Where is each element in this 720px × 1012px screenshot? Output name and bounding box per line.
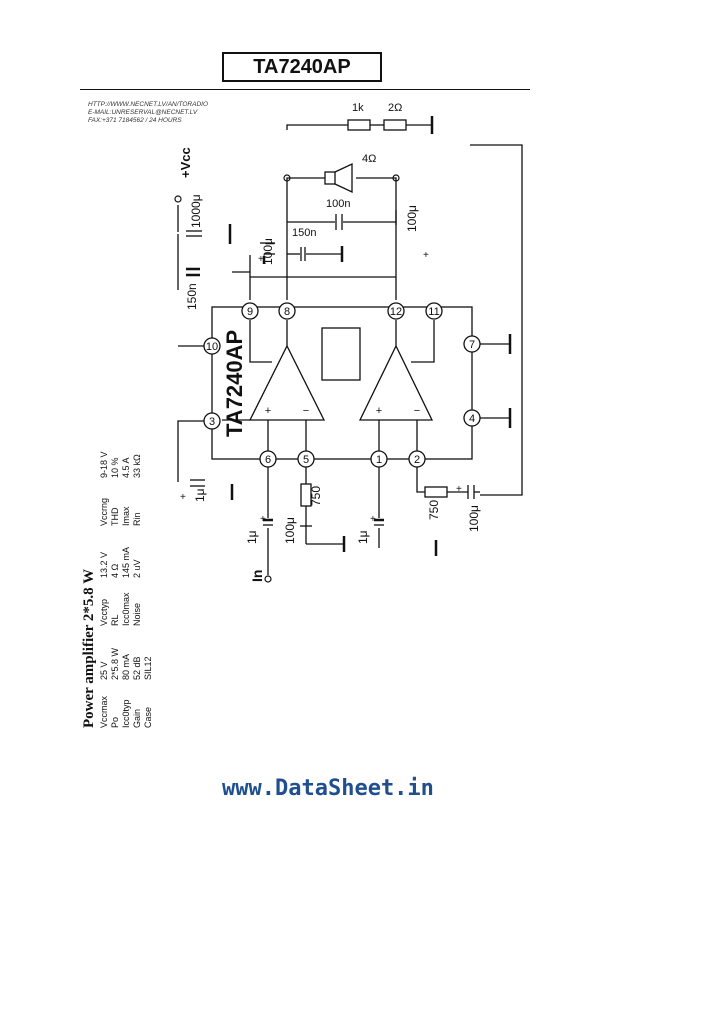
spec-block: Power amplifier 2*5.8 W Vccmax 25 V Vcctyp…: [81, 451, 153, 728]
spec-cell: Gain: [132, 709, 142, 728]
spec-cell: 4 Ω: [110, 563, 120, 578]
spec-cell: 52 dB: [132, 656, 142, 680]
svg-text:−: −: [303, 405, 309, 417]
svg-text:+: +: [423, 250, 429, 261]
spec-cell: Case: [143, 707, 153, 728]
pin-9: 9: [241, 302, 259, 320]
svg-text:+: +: [180, 492, 186, 503]
spec-cell: THD: [110, 507, 120, 526]
spec-title: Power amplifier 2*5.8 W: [81, 569, 97, 728]
spec-cell: 2 uV: [132, 559, 142, 578]
svg-text:11: 11: [428, 306, 439, 318]
pin-11: 11: [425, 302, 443, 320]
spec-cell: Imax: [121, 506, 131, 526]
svg-text:12: 12: [390, 306, 402, 318]
ic-pins: 10 3 9 8 12 11 7 4 6 5 1 2: [203, 302, 481, 468]
pin-2: 2: [408, 450, 426, 468]
spec-cell: 10 %: [110, 457, 120, 478]
spec-cell: RL: [110, 614, 120, 626]
input-label: In: [249, 570, 265, 582]
svg-text:+: +: [260, 514, 266, 525]
svg-text:7: 7: [469, 339, 475, 351]
resistor-750-pin2: [424, 486, 448, 498]
c-pin3-label: 1μ: [193, 488, 207, 502]
spec-cell: 80 mA: [121, 654, 131, 680]
c-film-a-label: 150n: [292, 227, 316, 239]
svg-text:+: +: [265, 405, 271, 417]
svg-text:1: 1: [376, 454, 382, 466]
r-top-1-label: 1k: [352, 102, 364, 114]
c-pin9-label: 100μ: [261, 238, 275, 265]
c-supply-label: 1000μ: [189, 194, 203, 228]
speaker-coil: [324, 171, 336, 185]
contact-line-3: FAX:+371 7184562 / 24 HOURS: [88, 117, 182, 124]
ic-body: [211, 306, 473, 460]
contact-line-1: HTTP://WWW.NECNET.LV/AN/TORADIO: [88, 101, 209, 108]
spec-cell: 2*5.8 W: [110, 647, 120, 680]
pin-10: 10: [203, 337, 221, 355]
spec-cell: 9-18 V: [99, 451, 109, 478]
svg-text:−: −: [414, 405, 420, 417]
r-top-2-label: 2Ω: [388, 102, 402, 114]
spec-cell: SIL12: [143, 656, 153, 680]
chip-label: TA7240AP: [222, 330, 247, 437]
spec-cell: Rin: [132, 512, 142, 526]
watermark: www.DataSheet.in: [222, 776, 434, 801]
svg-text:+: +: [370, 514, 376, 525]
resistor-1k: [347, 119, 371, 131]
svg-text:4: 4: [469, 413, 475, 425]
protection-block: [321, 327, 361, 381]
spec-cell: Icc0max: [121, 592, 131, 626]
vcc-label: +Vcc: [178, 147, 193, 178]
spec-cell: Po: [110, 717, 120, 728]
svg-text:10: 10: [206, 341, 218, 353]
speaker-cone: [334, 162, 353, 194]
svg-text:8: 8: [284, 306, 290, 318]
c-input2-label: 1μ: [356, 530, 370, 544]
speaker-label: 4Ω: [362, 153, 376, 165]
contact-line-2: E-MAIL:UNRESERVAL@NECNET.LV: [88, 109, 198, 116]
pin-8: 8: [278, 302, 296, 320]
svg-text:5: 5: [303, 454, 309, 466]
c-input-label: 1μ: [245, 530, 259, 544]
op-amp-right: [358, 344, 434, 421]
spec-cell: Icc0typ: [121, 699, 131, 728]
pin-1: 1: [370, 450, 388, 468]
spec-cell: Vcctyp: [99, 599, 109, 626]
svg-text:+: +: [258, 254, 264, 265]
spec-cell: Noise: [132, 603, 142, 626]
spec-cell: Vccmax: [99, 695, 109, 728]
c-film-b-label: 100n: [326, 198, 350, 210]
svg-text:9: 9: [247, 306, 253, 318]
c-pin6-label: 100μ: [283, 517, 297, 544]
pin-12: 12: [387, 302, 405, 320]
resistor-2ohm: [383, 119, 407, 131]
part-number-title: TA7240AP: [222, 52, 382, 82]
pin-5: 5: [297, 450, 315, 468]
svg-text:+: +: [376, 405, 382, 417]
c-out-label: 100μ: [405, 205, 419, 232]
spec-cell: Vccrng: [99, 498, 109, 526]
spec-cell: 145 mA: [121, 547, 131, 578]
pin-6: 6: [259, 450, 277, 468]
c-decouple-label: 150n: [185, 283, 199, 310]
op-amp-left: [248, 344, 326, 421]
pin-7: 7: [463, 335, 481, 353]
spec-cell: 25 V: [99, 661, 109, 680]
svg-text:2: 2: [414, 454, 420, 466]
spec-cell: 4.5 A: [121, 457, 131, 478]
header-rule: [80, 89, 530, 90]
pin-4: 4: [463, 409, 481, 427]
svg-text:+: +: [456, 484, 462, 495]
pin-3: 3: [203, 412, 221, 430]
r-pin2-label: 750: [427, 500, 441, 520]
svg-text:3: 3: [209, 416, 215, 428]
spec-cell: 13.2 V: [99, 552, 109, 578]
c-pin2-label: 100μ: [467, 505, 481, 532]
spec-cell: 33 kΩ: [132, 454, 142, 478]
svg-text:6: 6: [265, 454, 271, 466]
r-pin5-label: 750: [309, 486, 323, 506]
